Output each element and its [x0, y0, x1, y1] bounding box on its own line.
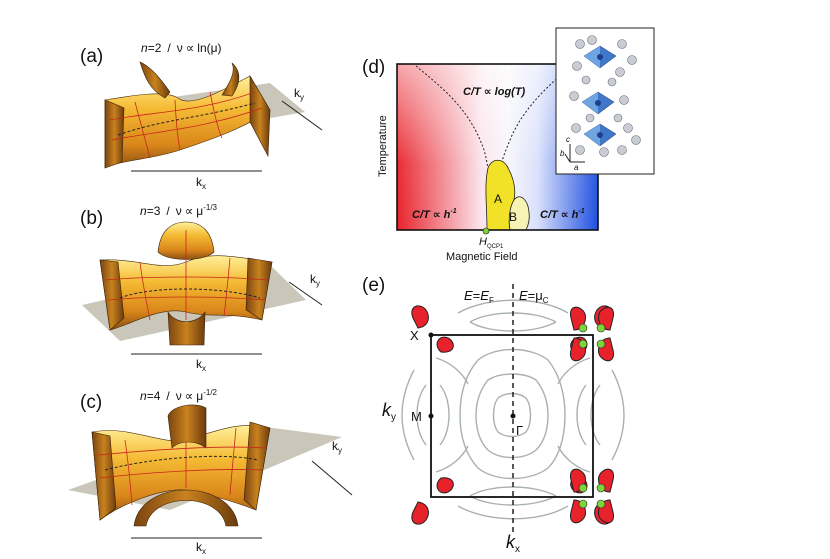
panel-c-kx-label: kx	[196, 540, 206, 556]
panel-a-kx-label: kx	[196, 175, 206, 191]
gamma-point-label: Γ	[516, 423, 523, 438]
panel-a-front-wall-right	[249, 74, 271, 158]
m-point-label: M	[411, 409, 422, 424]
panel-b-tag: (b)	[80, 208, 103, 229]
phase-b-label: B	[509, 210, 517, 224]
qcp-marker	[482, 227, 490, 235]
panel-c-ky-axis-line	[311, 460, 353, 496]
left-field-law-label: C/T ∝ h-1	[412, 208, 457, 221]
panel-c-dashed-contour	[104, 455, 259, 471]
panel-a-ky-label: ky	[294, 86, 304, 102]
x-point-marker	[428, 332, 434, 338]
h-qcp-label: HQCP1	[479, 236, 504, 250]
panel-a-surface-main	[104, 75, 271, 169]
panel-c-grid-lines	[97, 427, 266, 506]
panel-d-tag: (d)	[362, 57, 385, 78]
panel-d: (d) C/T ∝ log(T) C/T ∝ h-1 C/T ∝ h-1 A B…	[362, 27, 655, 263]
panel-a-dashed-contour	[117, 102, 256, 136]
panel-e-kx-label: kx	[506, 532, 520, 555]
right-field-law-label: C/T ∝ h-1	[540, 208, 585, 221]
panel-a-ridge-left	[139, 61, 171, 99]
lattice-a-label: a	[574, 163, 579, 172]
panel-c-wall-right	[243, 421, 271, 511]
center-atoms	[595, 54, 603, 138]
panel-b: (b) n=3/ν∝μ-1/3 kx ky	[80, 203, 323, 373]
fermi-contours	[401, 299, 625, 520]
panel-b-kx-label: kx	[196, 357, 206, 373]
panel-b-ky-label: ky	[310, 272, 320, 288]
gamma-point-marker	[510, 413, 516, 419]
panel-e-ky-label: ky	[382, 400, 396, 423]
temperature-label: Temperature	[377, 115, 389, 177]
panel-c: (c) n=4/ν∝μ-1/2 kx ky	[68, 388, 353, 556]
panel-a-grid-lines	[109, 91, 263, 159]
panel-a: (a) n=2/ν∝ln(μ) kx ky	[80, 41, 323, 191]
fermi-energy-label: E=EF	[464, 288, 494, 305]
panel-a-front-wall-left	[104, 99, 125, 169]
panel-b-wall-front	[167, 310, 206, 346]
magnetic-field-label: Magnetic Field	[446, 251, 518, 263]
atom-spheres	[569, 35, 641, 157]
panel-a-ridge-right	[221, 62, 240, 97]
m-point-marker	[428, 413, 434, 419]
panel-b-ky-axis-line	[288, 281, 323, 306]
crystal-structure	[569, 35, 641, 157]
phase-a-label: A	[494, 192, 502, 206]
panel-c-front-arch	[133, 489, 239, 527]
panel-b-dashed-contour	[119, 288, 261, 299]
critical-energy-label: E=μC	[519, 288, 549, 305]
panel-c-top-ridge	[167, 404, 207, 449]
panel-c-tag: (c)	[80, 392, 102, 413]
lattice-c-label: c	[566, 135, 570, 144]
x-point-label: X	[410, 328, 419, 343]
panel-a-tag: (a)	[80, 46, 103, 67]
panel-e-tag: (e)	[362, 275, 385, 296]
panel-c-ky-label: ky	[332, 439, 342, 455]
green-crossing-points	[578, 323, 606, 509]
log-law-label: C/T ∝ log(T)	[463, 86, 526, 98]
panel-a-ky-axis-line	[281, 100, 323, 131]
lattice-axes	[564, 144, 585, 163]
panel-b-wall-left	[99, 259, 125, 331]
phase-b-region	[508, 196, 530, 231]
panel-a-equation: n=2/ν∝ln(μ)	[141, 41, 222, 55]
panel-e: (e)	[362, 275, 625, 555]
panel-b-equation: n=3/ν∝μ-1/3	[140, 203, 218, 218]
panel-b-grid-lines	[104, 230, 269, 321]
lattice-b-label: b	[560, 149, 565, 158]
panel-c-equation: n=4/ν∝μ-1/2	[140, 388, 218, 403]
panel-b-wall-right	[245, 257, 273, 321]
